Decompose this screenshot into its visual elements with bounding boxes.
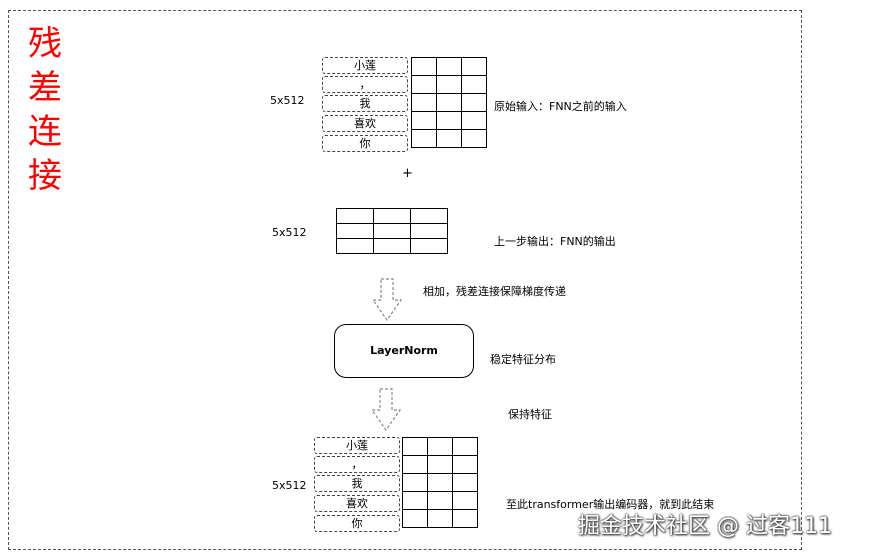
mid-block-label: 上一步输出：FNN的输出 — [494, 235, 616, 248]
top-token-5: 你 — [322, 135, 408, 152]
mid-output-grid — [336, 208, 448, 254]
diagram-title: 残 差 连 接 — [28, 22, 68, 198]
title-char-4: 接 — [28, 156, 62, 196]
title-char-2: 差 — [28, 68, 62, 108]
top-token-3: 我 — [322, 95, 408, 112]
keep-note: 保持特征 — [508, 408, 552, 421]
bottom-token-1: 小莲 — [314, 437, 400, 454]
bottom-token-3: 我 — [314, 475, 400, 492]
bottom-token-5: 你 — [314, 515, 400, 532]
top-embedding-grid — [411, 57, 487, 148]
mid-dim-label: 5x512 — [272, 226, 307, 239]
diagram-frame — [8, 10, 802, 550]
bottom-dim-label: 5x512 — [272, 479, 307, 492]
down-arrow-icon — [372, 278, 402, 322]
top-token-1: 小莲 — [322, 57, 408, 74]
top-block-label: 原始输入：FNN之前的输入 — [494, 100, 627, 113]
down-arrow-icon — [371, 388, 401, 432]
layernorm-box: LayerNorm — [334, 324, 474, 378]
bottom-token-2: ， — [314, 456, 400, 473]
title-char-3: 连 — [28, 112, 62, 152]
title-char-1: 残 — [28, 24, 62, 64]
bottom-output-grid — [402, 437, 478, 528]
top-token-2: ， — [322, 76, 408, 93]
top-token-4: 喜欢 — [322, 115, 408, 132]
bottom-block-label: 至此transformer输出编码器，就到此结束 — [506, 498, 715, 511]
watermark: 掘金技术社区 @ 过客111 — [578, 514, 832, 539]
plus-sign: + — [402, 166, 413, 181]
layernorm-note: 稳定特征分布 — [490, 353, 556, 366]
bottom-token-4: 喜欢 — [314, 495, 400, 512]
top-dim-label: 5x512 — [270, 94, 305, 107]
add-note: 相加，残差连接保障梯度传递 — [423, 285, 566, 298]
